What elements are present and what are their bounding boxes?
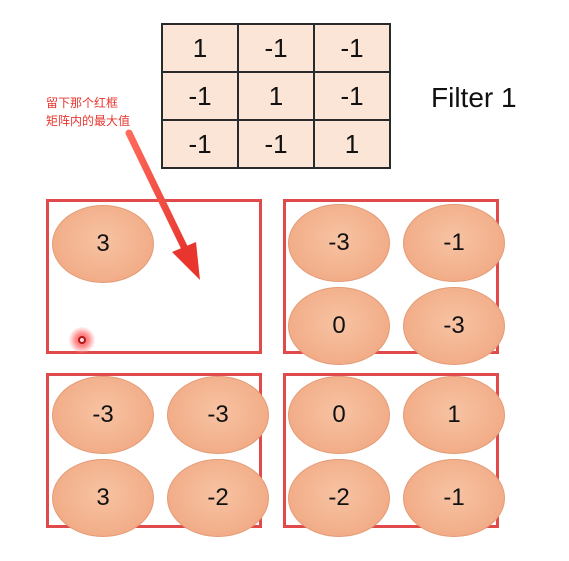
filter-label: Filter 1 [431, 82, 517, 113]
filter-cell: -1 [313, 23, 391, 73]
filter-cell: -1 [313, 71, 391, 121]
value-circle: 3 [52, 205, 154, 283]
filter-cell: -1 [237, 119, 315, 169]
filter-cell: 1 [313, 119, 391, 169]
value-circle: -3 [403, 287, 505, 365]
annotation-note: 留下那个红框 矩阵内的最大值 [46, 94, 156, 130]
pointer-dot [69, 327, 95, 353]
filter-cell: -1 [161, 71, 239, 121]
pool-box-bottom-left: -3 -3 3 -2 [46, 373, 269, 537]
value-circle: -1 [403, 459, 505, 537]
value-circle: 3 [52, 459, 154, 537]
pool-box-bottom-right: 0 1 -2 -1 [283, 373, 505, 537]
value-circle: -3 [167, 376, 269, 454]
filter-cell: -1 [161, 119, 239, 169]
filter-cell: -1 [237, 23, 315, 73]
value-circle: 1 [403, 376, 505, 454]
filter-row: -1 -1 1 [161, 119, 391, 169]
value-circle: -3 [288, 204, 390, 282]
value-circle: -1 [403, 204, 505, 282]
annotation-line: 矩阵内的最大值 [46, 114, 131, 128]
pool-box-top-right: -3 -1 0 -3 [283, 199, 505, 365]
value-circle: -2 [167, 459, 269, 537]
filter-row: -1 1 -1 [161, 71, 391, 121]
filter-cell: 1 [161, 23, 239, 73]
filter-matrix: 1 -1 -1 -1 1 -1 -1 -1 1 [161, 23, 391, 169]
filter-cell: 1 [237, 71, 315, 121]
value-circle: 0 [288, 376, 390, 454]
value-circle: -3 [52, 376, 154, 454]
filter-row: 1 -1 -1 [161, 23, 391, 73]
annotation-line: 留下那个红框 [46, 96, 119, 110]
value-circle: 0 [288, 287, 390, 365]
value-circle: -2 [288, 459, 390, 537]
